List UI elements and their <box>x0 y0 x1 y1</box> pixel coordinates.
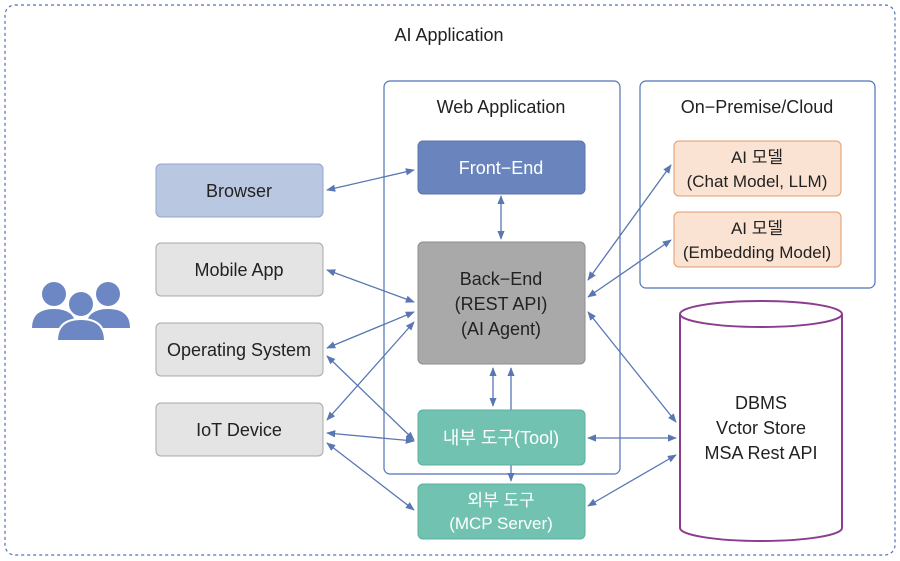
arrow-mcp-dbms <box>587 454 677 507</box>
ai-application-title: AI Application <box>394 25 503 45</box>
backend-label-line1: Back−End <box>460 269 543 289</box>
ai-model-embedding-line2: (Embedding Model) <box>683 243 831 262</box>
frontend-label: Front−End <box>459 158 544 178</box>
arrow-os-tool <box>326 355 415 441</box>
dbms-label-line3: MSA Rest API <box>704 443 817 463</box>
mobile-app-box <box>155 242 324 297</box>
dbms-label-line1: DBMS <box>735 393 787 413</box>
dbms-label-line2: Vctor Store <box>716 418 806 438</box>
external-tool-box <box>417 483 586 540</box>
arrow-backend-model1 <box>587 164 672 281</box>
internal-tool-label: 내부 도구(Tool) <box>443 428 559 448</box>
arrow-iot-tool <box>326 430 415 444</box>
arrow-mobile-backend <box>326 269 415 303</box>
dbms-cylinder <box>679 300 843 542</box>
ai-model-chat-box <box>673 140 842 197</box>
iot-device-box <box>155 402 324 457</box>
arrow-iot-mcp <box>326 442 415 511</box>
arrow-backend-dbms <box>587 311 677 423</box>
users-icon <box>32 282 130 342</box>
arrow-backend-model2 <box>587 239 672 298</box>
backend-label-line2: (REST API) <box>455 294 548 314</box>
cloud-label: On−Premise/Cloud <box>681 97 834 117</box>
arrow-browser-frontend <box>326 168 415 192</box>
arrow-iot-backend <box>326 321 415 421</box>
web-application-label: Web Application <box>437 97 566 117</box>
operating-system-box <box>155 322 324 377</box>
iot-device-label: IoT Device <box>196 420 282 440</box>
operating-system-label: Operating System <box>167 340 311 360</box>
external-tool-label-line1: 외부 도구 <box>467 491 534 510</box>
internal-tool-box <box>417 409 586 466</box>
arrow-os-backend <box>326 311 415 349</box>
ai-application-frame <box>4 4 896 556</box>
ai-model-embedding-line1: AI 모델 <box>731 219 783 238</box>
ai-model-chat-line2: (Chat Model, LLM) <box>687 172 828 191</box>
browser-label: Browser <box>206 181 272 201</box>
external-tool-label-line2: (MCP Server) <box>449 514 553 533</box>
frontend-box <box>417 140 586 195</box>
backend-box <box>417 241 586 365</box>
mobile-app-label: Mobile App <box>194 260 283 280</box>
backend-label-line3: (AI Agent) <box>461 319 541 339</box>
browser-box <box>155 163 324 218</box>
ai-model-chat-line1: AI 모델 <box>731 148 783 167</box>
ai-model-embedding-box <box>673 211 842 268</box>
